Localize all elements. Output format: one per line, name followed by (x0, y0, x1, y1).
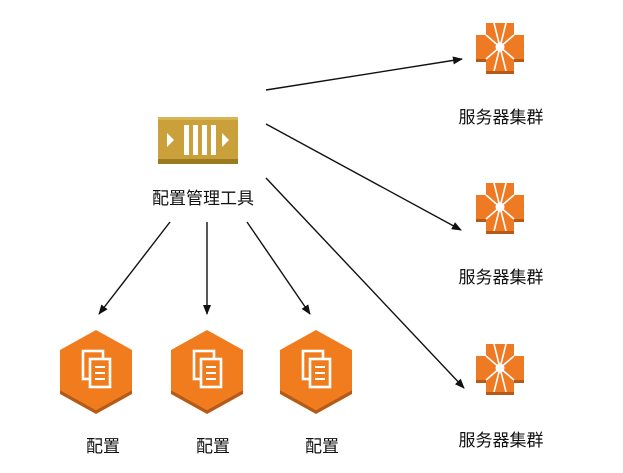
cluster-label: 服务器集群 (459, 108, 544, 128)
document-hexagon-icon (171, 330, 243, 414)
cluster-node-2: 服务器集群 (459, 182, 544, 288)
arrow-tool-to-cluster-1 (265, 56, 463, 91)
arrow-tool-to-cluster-3 (265, 177, 465, 389)
cluster-label: 服务器集群 (459, 268, 544, 288)
config-label: 配置 (86, 437, 120, 457)
config-label: 配置 (196, 437, 230, 457)
config-node-1: 配置 (60, 330, 132, 457)
cluster-node-3: 服务器集群 (459, 343, 544, 451)
arrow-tool-to-config-1 (98, 221, 171, 315)
config-label: 配置 (305, 437, 339, 457)
server-cluster-icon (476, 182, 524, 234)
document-hexagon-icon (280, 330, 352, 414)
config-node-2: 配置 (171, 330, 243, 457)
arrow-tool-to-config-3 (246, 221, 311, 315)
cluster-label: 服务器集群 (459, 431, 544, 451)
server-cluster-icon (476, 343, 524, 395)
server-cluster-icon (476, 22, 524, 74)
cluster-node-1: 服务器集群 (459, 22, 544, 128)
config-node-3: 配置 (280, 330, 352, 457)
config-tool-label: 配置管理工具 (152, 189, 254, 209)
document-hexagon-icon (60, 330, 132, 414)
arrow-tool-to-cluster-2 (265, 123, 462, 231)
config-tool-icon (158, 117, 238, 164)
